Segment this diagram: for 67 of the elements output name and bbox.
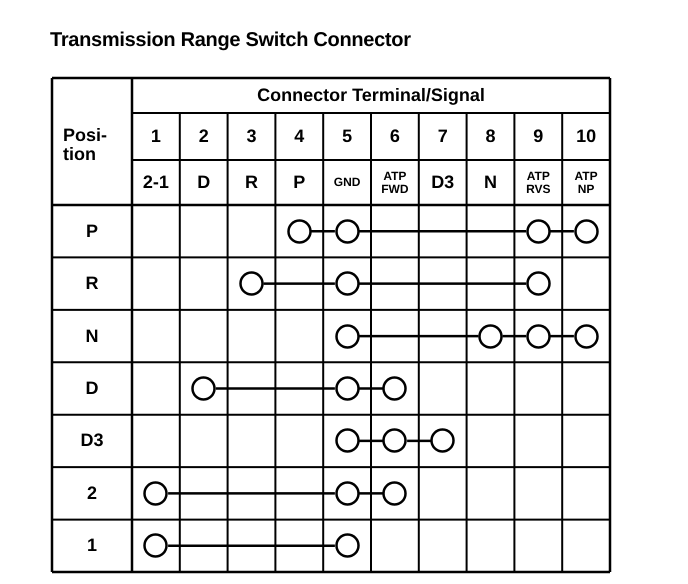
signal-name: GND (332, 176, 362, 189)
terminal-circle (526, 271, 551, 296)
continuity-line (359, 334, 478, 338)
terminal-circle (430, 428, 456, 454)
continuity-line (359, 492, 383, 495)
continuity-line (168, 544, 335, 548)
signal-name: ATP NP (574, 170, 599, 196)
continuity-line (502, 334, 526, 338)
continuity-line (550, 230, 574, 232)
continuity-line (264, 282, 335, 285)
terminal-circle (334, 271, 360, 296)
terminal-circle (526, 324, 551, 349)
terminal-number: 5 (341, 127, 354, 146)
position-label: D3 (79, 431, 104, 450)
position-label: D (84, 379, 100, 398)
signal-name: D3 (430, 173, 456, 192)
terminal-circle (382, 376, 408, 401)
terminal-number: 8 (484, 127, 496, 146)
continuity-line (168, 492, 335, 495)
terminal-circle (334, 218, 360, 244)
terminal-number: 3 (245, 127, 258, 146)
column-header: Posi- tion (63, 126, 108, 164)
signal-name: D (196, 173, 212, 192)
terminal-circle (286, 218, 312, 244)
continuity-line (407, 440, 430, 442)
terminal-circle (191, 376, 216, 401)
signal-name: ATP FWD (380, 170, 410, 196)
terminal-circle (334, 324, 360, 349)
terminal-number: 1 (150, 127, 162, 146)
terminal-circle (334, 376, 360, 401)
position-label: N (84, 326, 100, 346)
signal-name: R (244, 173, 259, 192)
continuity-line (550, 334, 574, 338)
terminal-circle (239, 271, 264, 296)
terminal-number: 2 (198, 127, 210, 146)
position-label: 1 (86, 536, 98, 556)
continuity-line (216, 387, 335, 390)
terminal-circle (574, 324, 599, 349)
signal-name: P (292, 173, 306, 192)
continuity-line (359, 230, 526, 232)
continuity-line (359, 282, 526, 285)
continuity-line (359, 387, 383, 390)
signal-name: 2-1 (142, 173, 170, 192)
terminal-circle (526, 218, 551, 244)
continuity-line (312, 230, 335, 232)
terminal-number: 4 (293, 127, 306, 146)
terminal-number: 7 (436, 127, 449, 146)
terminal-circle (382, 480, 408, 506)
terminal-circle (574, 218, 599, 244)
terminal-circle (382, 428, 408, 454)
position-label: P (84, 222, 99, 241)
terminal-number: 9 (532, 127, 544, 146)
position-label: 2 (86, 484, 98, 503)
terminal-circle (143, 480, 168, 506)
signal-name: ATP RVS (525, 170, 552, 196)
position-label: R (84, 274, 100, 294)
terminal-circle (334, 533, 360, 558)
terminal-circle (143, 533, 168, 558)
terminal-number: 6 (388, 127, 401, 146)
terminal-circle (334, 428, 360, 454)
column-header: Connector Terminal/Signal (256, 86, 486, 105)
diagram-title: Transmission Range Switch Connector (50, 30, 411, 51)
continuity-line (359, 440, 383, 442)
terminal-circle (478, 324, 503, 349)
terminal-number: 10 (575, 127, 598, 146)
signal-name: N (482, 173, 498, 192)
terminal-circle (334, 480, 360, 506)
